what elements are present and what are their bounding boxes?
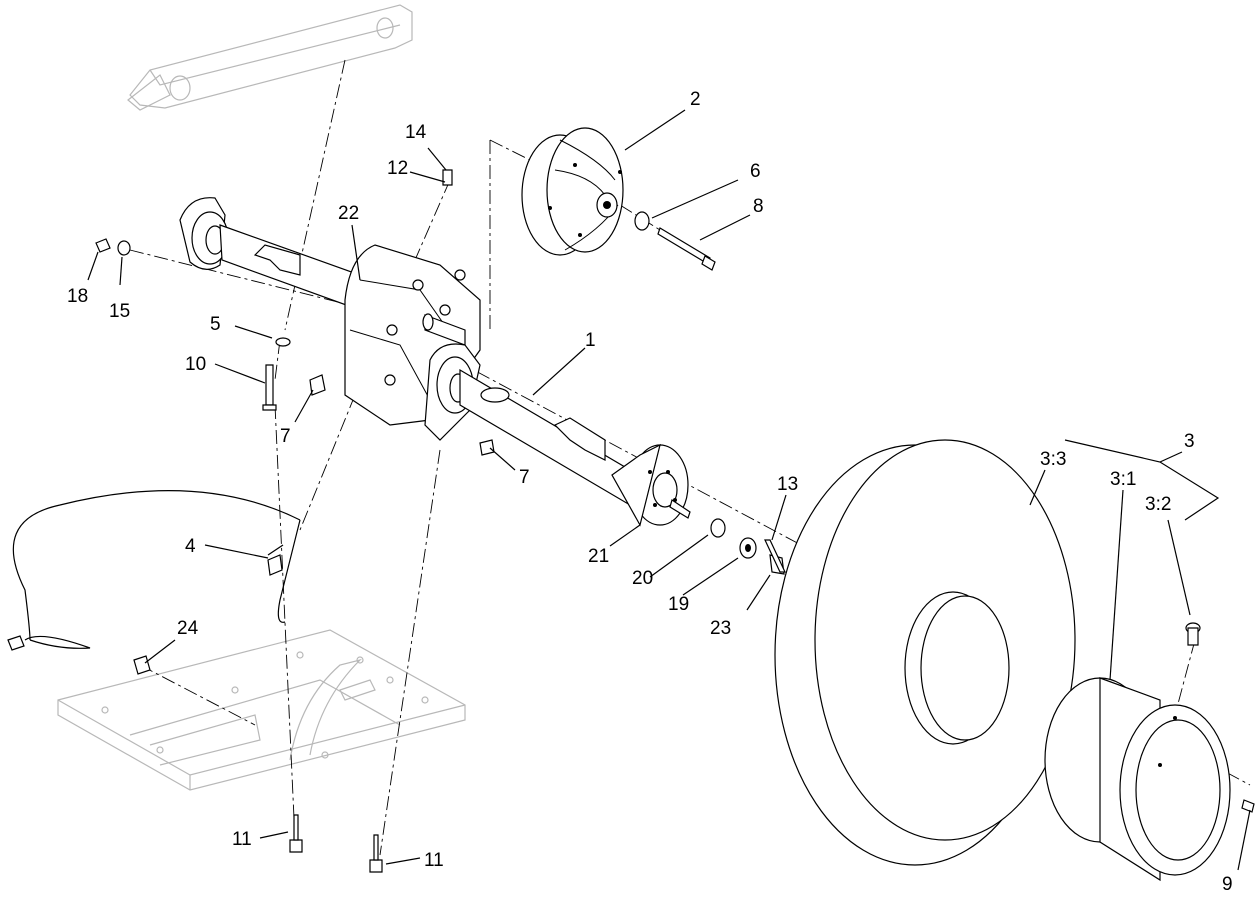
leader-lines xyxy=(87,109,1251,871)
callout-24: 24 xyxy=(177,618,199,639)
tire xyxy=(774,439,1076,866)
callout-5: 5 xyxy=(210,314,221,335)
callout-13: 13 xyxy=(777,474,798,495)
callout-20: 20 xyxy=(632,568,653,589)
callout-3-2: 3:2 xyxy=(1145,494,1171,515)
callout-7b: 7 xyxy=(519,467,530,488)
callout-11b: 11 xyxy=(424,850,444,871)
axle-housing xyxy=(179,197,691,527)
rod xyxy=(7,490,301,651)
callout-9: 9 xyxy=(1222,874,1233,895)
callout-11a: 11 xyxy=(232,829,252,850)
callout-6: 6 xyxy=(750,161,761,182)
lower-bolts xyxy=(289,814,383,873)
pulley xyxy=(521,127,624,256)
callout-15: 15 xyxy=(109,301,130,322)
rim xyxy=(1044,677,1255,882)
callout-3-1: 3:1 xyxy=(1110,469,1136,490)
callout-21: 21 xyxy=(588,546,609,567)
washer-and-bolt xyxy=(634,211,716,271)
callout-19: 19 xyxy=(668,594,689,615)
upper-arm-ghost xyxy=(127,4,413,111)
callout-3-3: 3:3 xyxy=(1040,449,1066,470)
left-hardware xyxy=(95,169,495,456)
callout-labels: 1 2 3 3:1 3:2 3:3 4 5 6 7 7 8 9 10 11 11… xyxy=(67,89,1233,895)
callout-12: 12 xyxy=(387,158,408,179)
callout-8: 8 xyxy=(753,196,764,217)
hub-hardware xyxy=(710,518,786,575)
callout-bracket-3 xyxy=(1064,439,1220,521)
callout-14: 14 xyxy=(405,122,427,143)
callout-23: 23 xyxy=(710,618,731,639)
callout-4: 4 xyxy=(185,536,196,557)
callout-3: 3 xyxy=(1184,431,1195,452)
switch xyxy=(133,655,151,675)
callout-18: 18 xyxy=(67,286,88,307)
lower-frame-ghost xyxy=(57,629,466,791)
valve-stem xyxy=(1185,622,1201,646)
callout-2: 2 xyxy=(690,89,701,110)
callout-22: 22 xyxy=(338,203,359,224)
callout-1: 1 xyxy=(585,330,596,351)
callout-10: 10 xyxy=(185,354,206,375)
callout-7a: 7 xyxy=(280,426,291,447)
